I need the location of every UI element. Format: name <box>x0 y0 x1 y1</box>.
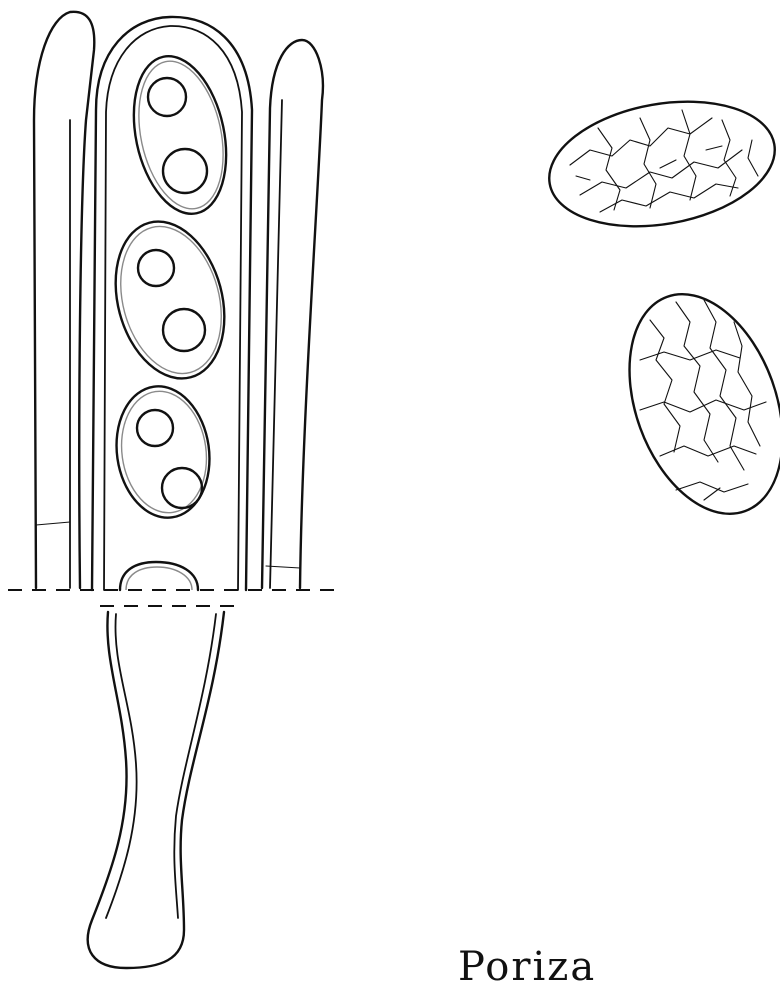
right-paraphysis <box>262 40 323 588</box>
left-paraphysis <box>34 12 94 588</box>
section-cut-lines <box>8 590 338 606</box>
isolated-spore-upper <box>539 85 780 243</box>
ascospore-1 <box>120 48 239 223</box>
ascospore-3 <box>108 380 217 524</box>
ascospore-2 <box>99 209 241 390</box>
caption-label: Poriza <box>458 944 596 983</box>
ascospore-4-partial <box>120 562 198 590</box>
isolated-spore-lower <box>601 273 780 535</box>
ascus-stalk <box>88 612 224 968</box>
